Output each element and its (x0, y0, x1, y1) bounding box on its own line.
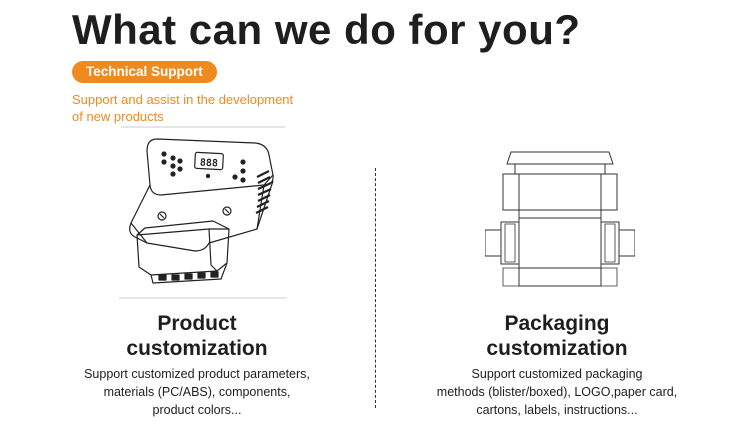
svg-text:888: 888 (200, 158, 219, 170)
description-line: materials (PC/ABS), components, (103, 385, 291, 399)
packaging-customization-title: Packaging customization (418, 311, 696, 361)
section-divider (375, 168, 376, 408)
obd-device-icon: 888 (117, 125, 287, 300)
title-line: Product (157, 312, 237, 335)
title-line: customization (126, 337, 268, 360)
page-title: What can we do for you? (72, 6, 581, 53)
description-line: Support customized packaging (471, 367, 643, 381)
description-line: Support customized product parameters, (84, 367, 310, 381)
description-line: methods (blister/boxed), LOGO,paper card… (436, 385, 678, 399)
technical-support-description: Support and assist in the development of… (72, 91, 332, 125)
product-customization-description: Support customized product parameters, m… (62, 365, 332, 419)
description-line: Support and assist in the development (72, 92, 294, 107)
packaging-customization-description: Support customized packaging methods (bl… (418, 365, 696, 419)
packaging-customization-section: Packaging customization Support customiz… (418, 311, 696, 419)
technical-support-badge: Technical Support (72, 61, 217, 83)
title-line: Packaging (504, 312, 610, 335)
box-dieline-icon (485, 150, 635, 290)
product-customization-section: Product customization Support customized… (62, 311, 332, 419)
description-line: of new products (72, 109, 164, 124)
title-line: customization (486, 337, 628, 360)
description-line: product colors... (152, 403, 242, 417)
product-customization-title: Product customization (62, 311, 332, 361)
description-line: cartons, labels, instructions... (476, 403, 638, 417)
